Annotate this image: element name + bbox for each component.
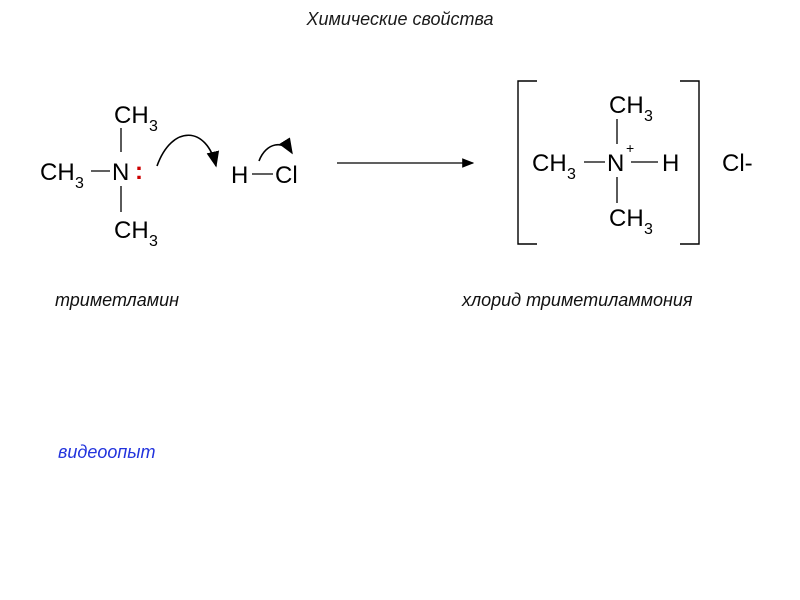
page-title: Химические свойства [306,9,494,29]
positive-charge: + [626,140,634,156]
video-experiment-link[interactable]: видеоопыт [58,442,156,462]
trimethylamine-structure: CH 3 CH 3 N : CH 3 [40,102,158,250]
product-top-methyl-ch: CH [609,92,644,119]
product-bottom-methyl-subscript: 3 [644,221,653,238]
product-left-methyl-ch: CH [532,150,567,177]
ammonium-hydrogen: H [662,150,679,177]
product-bottom-methyl-ch: CH [609,205,644,232]
hcl-hydrogen: H [231,162,248,189]
top-methyl-ch: CH [114,102,149,129]
product-left-methyl-subscript: 3 [567,166,576,183]
ammonium-nitrogen: N [607,150,624,177]
bond-cleavage-curved-arrow [258,137,293,162]
amine-nitrogen: N [112,159,129,186]
product-top-methyl-subscript: 3 [644,108,653,125]
left-methyl-ch: CH [40,159,75,186]
nitrogen-lone-pair: : [135,158,143,185]
reactant-caption: триметламин [55,290,179,310]
product-caption: хлорид триметиламмония [462,290,693,310]
bottom-methyl-ch: CH [114,217,149,244]
top-methyl-subscript: 3 [149,118,158,135]
left-methyl-subscript: 3 [75,175,84,192]
left-bracket [517,80,537,245]
bottom-methyl-subscript: 3 [149,233,158,250]
chloride-counter-ion: Cl- [722,150,753,177]
hcl-structure: H Cl [231,162,298,189]
electron-pair-curved-arrow [156,134,220,168]
right-bracket [680,80,700,245]
hcl-chlorine: Cl [275,162,298,189]
trimethylammonium-structure: CH 3 CH 3 N + H CH 3 [517,80,700,245]
